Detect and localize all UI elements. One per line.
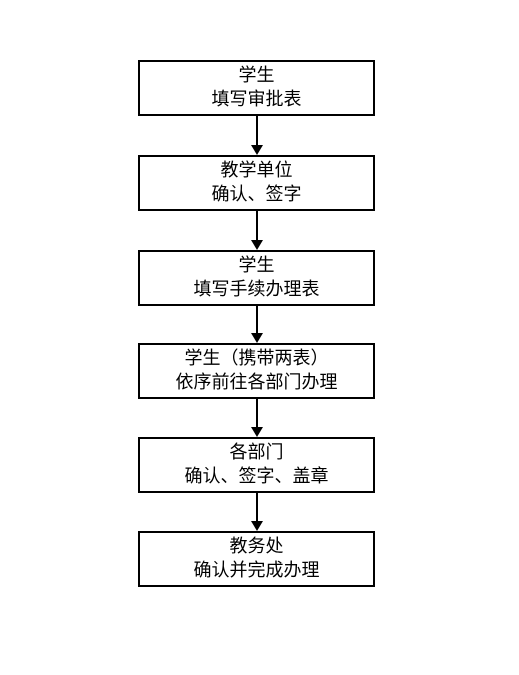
flow-step-teaching-unit-confirm: 教学单位 确认、签字 [138,155,375,211]
arrow-shaft [256,306,258,334]
flow-step-description: 确认并完成办理 [193,560,320,581]
flow-step-description: 填写审批表 [211,89,302,110]
flow-step-description: 确认、签字、盖章 [184,466,329,487]
flow-arrow-down [249,493,265,531]
flow-step-title: 学生（携带两表） [184,348,329,369]
arrow-shaft [256,399,258,428]
flow-arrow-down [249,211,265,250]
flow-arrow-down [249,116,265,155]
arrow-down-icon [251,240,263,250]
flow-step-title: 学生 [238,255,275,276]
arrow-shaft [256,116,258,146]
arrow-shaft [256,493,258,522]
flow-step-description: 填写手续办理表 [193,279,320,300]
flow-step-description: 确认、签字 [211,184,302,205]
arrow-down-icon [251,521,263,531]
arrow-down-icon [251,145,263,155]
flow-step-title: 各部门 [229,442,284,463]
flow-step-title: 学生 [238,65,275,86]
flow-step-title: 教务处 [229,536,284,557]
flow-arrow-down [249,306,265,343]
flow-step-academic-affairs-complete: 教务处 确认并完成办理 [138,531,375,587]
flow-step-description: 依序前往各部门办理 [175,372,338,393]
flow-step-student-fill-approval-form: 学生 填写审批表 [138,60,375,116]
arrow-shaft [256,211,258,241]
flow-step-student-visit-departments: 学生（携带两表） 依序前往各部门办理 [138,343,375,399]
flow-step-student-fill-procedure-form: 学生 填写手续办理表 [138,250,375,306]
flow-step-title: 教学单位 [220,160,293,181]
arrow-down-icon [251,333,263,343]
flow-arrow-down [249,399,265,437]
arrow-down-icon [251,427,263,437]
flow-step-departments-confirm-stamp: 各部门 确认、签字、盖章 [138,437,375,493]
